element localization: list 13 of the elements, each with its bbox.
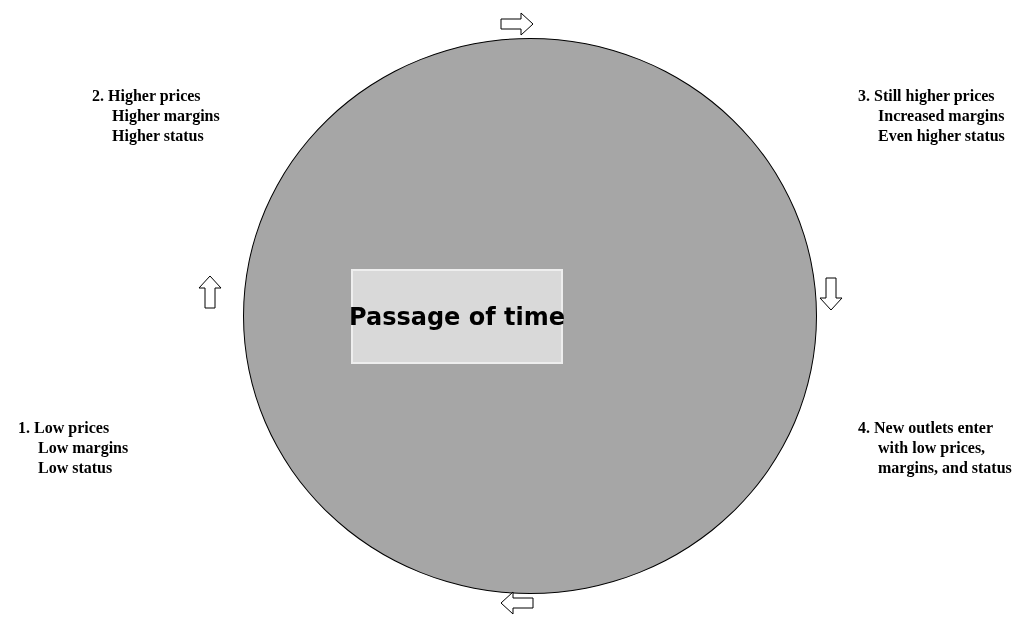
stage-heading: 1. Low prices — [18, 418, 110, 438]
stage-line: Low status — [37, 458, 113, 478]
stage-line: Increased margins — [877, 106, 1005, 126]
stage-line: Higher margins — [111, 106, 220, 126]
stage-line: margins, and status — [877, 458, 1012, 478]
stage-line: Even higher status — [877, 126, 1005, 146]
title-box: Passage of time — [351, 269, 563, 364]
stage-heading: 2. Higher prices — [92, 86, 201, 106]
stage-line: Low margins — [37, 438, 129, 458]
stage-heading: 3. Still higher prices — [858, 86, 995, 106]
stage-line: Higher status — [111, 126, 204, 146]
stage-heading: 4. New outlets enter — [858, 418, 994, 438]
stage-line: with low prices, — [877, 438, 986, 458]
